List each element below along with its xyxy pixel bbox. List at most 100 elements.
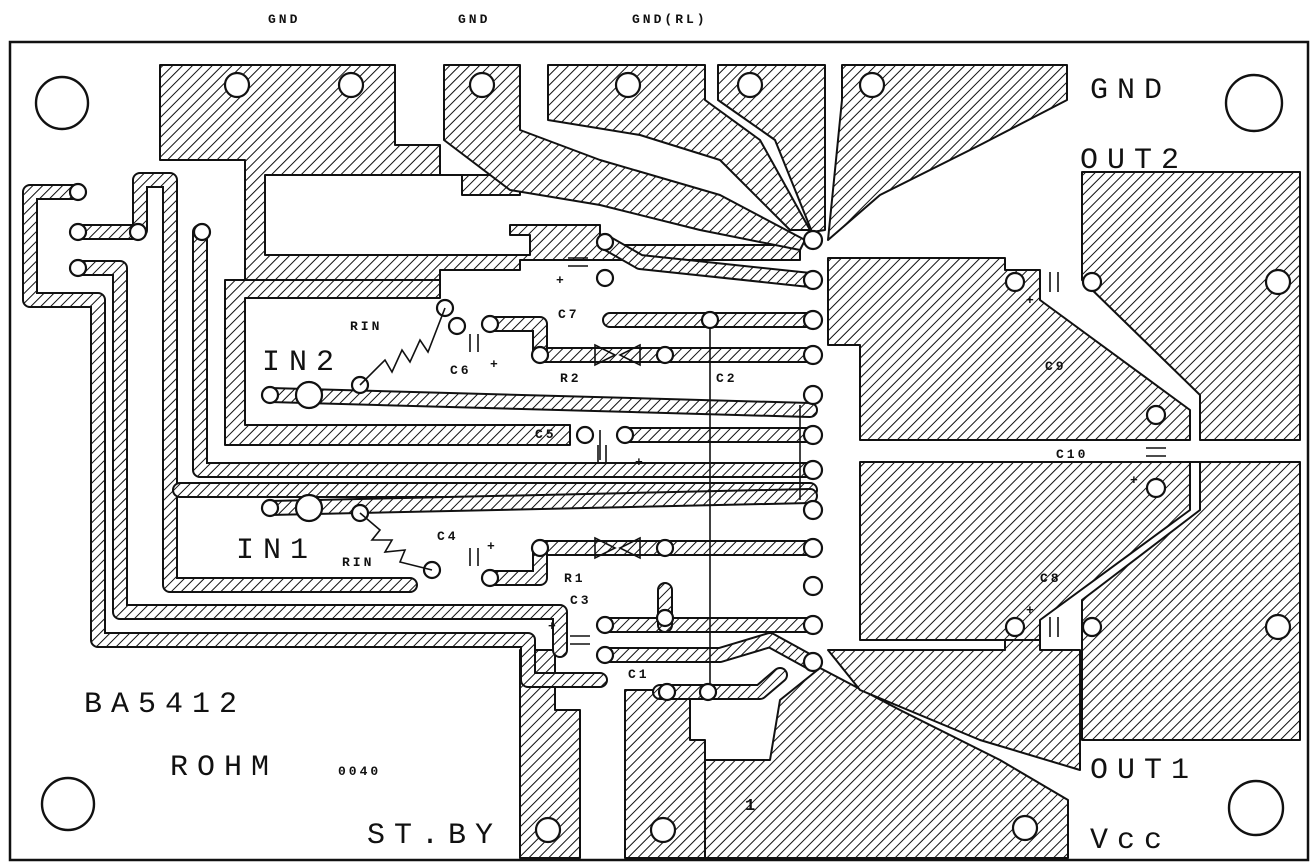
ic-pin: [802, 575, 824, 597]
pad-c1-top: [655, 608, 675, 628]
pad-left-2: [68, 222, 88, 242]
label-r2: R2: [560, 371, 582, 386]
pad-c7-a: [595, 232, 615, 252]
ic-pin-column: [802, 229, 824, 673]
pad-gnd-rl-2: [736, 71, 764, 99]
label-c1: C1: [628, 667, 650, 682]
pad-c7-b: [595, 268, 615, 288]
label-c4: C4: [437, 529, 459, 544]
pad-gnd-3: [468, 71, 496, 99]
pad-vcc: [1011, 814, 1039, 842]
pad-left-5: [192, 222, 212, 242]
pad-c8-b: [1081, 616, 1103, 638]
pad-bottom-mid: [649, 816, 677, 844]
svg-text:+: +: [1026, 293, 1037, 308]
pad-in1: [294, 493, 324, 523]
label-vcc: Vcc: [1090, 824, 1171, 858]
pad-c9-b: [1081, 271, 1103, 293]
header-gnd-label-1: GND: [268, 12, 300, 27]
label-c8: C8: [1040, 571, 1062, 586]
pad-standby: [534, 816, 562, 844]
pad-gnd-1: [223, 71, 251, 99]
pad-c10-a: [1145, 404, 1167, 426]
c4-capacitor-symbol: [469, 548, 479, 566]
ic-pin: [802, 344, 824, 366]
pad-c8-a: [1004, 616, 1026, 638]
signal-traces: [22, 172, 818, 700]
pad-gnd-2: [337, 71, 365, 99]
ic-pin: [802, 499, 824, 521]
mounting-hole-top-left: [34, 75, 90, 131]
pads: [68, 71, 1292, 844]
c10-capacitor-symbol: [1146, 447, 1166, 457]
pad-out1: [1264, 613, 1292, 641]
pad-left-1: [68, 182, 88, 202]
c6-capacitor-symbol: [469, 334, 479, 352]
pad-c6-a: [447, 316, 467, 336]
pad-r1-b: [655, 538, 675, 558]
label-code: 0040: [338, 764, 381, 779]
pad-in2: [294, 380, 324, 410]
pad-gnd-4: [858, 71, 886, 99]
pad-in1-small: [260, 498, 280, 518]
r1-symbol-b: [618, 536, 641, 560]
pad-out2: [1264, 268, 1292, 296]
label-in2: IN2: [262, 346, 343, 380]
c3-capacitor-symbol: [570, 635, 590, 645]
svg-text:+: +: [635, 455, 646, 470]
svg-text:+: +: [556, 273, 567, 288]
pad-c10-b: [1145, 477, 1167, 499]
label-chip-name: BA5412: [84, 688, 246, 722]
ic-pin: [802, 229, 824, 251]
label-c9: C9: [1045, 359, 1067, 374]
gnd-pour-top-middle: [443, 64, 806, 251]
ic-pin: [802, 537, 824, 559]
c7-capacitor-symbol: [568, 257, 588, 267]
label-c10: C10: [1056, 447, 1088, 462]
mounting-hole-bottom-right: [1227, 779, 1285, 837]
vcc-pour: [704, 667, 1069, 859]
rin-bottom-resistor: [359, 512, 433, 571]
label-in1: IN1: [236, 534, 317, 568]
ic-pin: [802, 269, 824, 291]
label-out1: OUT1: [1090, 754, 1198, 788]
label-rin-bottom: RIN: [342, 555, 374, 570]
header-gnd-rl-label: GND(RL): [632, 12, 708, 27]
thin-routes: [599, 320, 801, 692]
c9-capacitor-symbol: [1049, 272, 1059, 292]
inner-left-frame-pour: [224, 279, 571, 446]
copper-pours: [159, 64, 1301, 859]
label-c3: C3: [570, 593, 592, 608]
svg-text:+: +: [490, 357, 501, 372]
header-gnd-label-2: GND: [458, 12, 490, 27]
label-maker: ROHM: [170, 751, 278, 785]
r1-symbol: [594, 536, 617, 560]
pad-r1-a: [530, 538, 550, 558]
pad-gnd-rl-1: [614, 71, 642, 99]
pad-c3-b: [595, 645, 615, 665]
svg-text:+: +: [1130, 473, 1141, 488]
pad-c3-a: [595, 615, 615, 635]
ic-pin: [802, 424, 824, 446]
pad-left-4: [128, 222, 148, 242]
label-c6: C6: [450, 363, 472, 378]
r2-symbol-b: [618, 343, 641, 367]
label-c5: C5: [535, 427, 557, 442]
label-gnd-right: GND: [1090, 74, 1171, 108]
pad-c6-b: [480, 314, 500, 334]
ic-pin: [802, 459, 824, 481]
ic-pin: [802, 309, 824, 331]
c8-capacitor-symbol: [1049, 617, 1059, 637]
label-out2: OUT2: [1080, 144, 1188, 178]
label-c7: C7: [558, 307, 580, 322]
ic-pin: [802, 384, 824, 406]
pad-c5-a: [575, 425, 595, 445]
r2-symbol: [594, 343, 617, 367]
polarity-marks: + + + + + + + +: [487, 273, 1141, 634]
pad-c4-b: [480, 568, 500, 588]
label-r1: R1: [564, 571, 586, 586]
pad-in2-small: [260, 385, 280, 405]
c5-capacitor-symbol: [597, 445, 607, 463]
svg-text:+: +: [487, 539, 498, 554]
